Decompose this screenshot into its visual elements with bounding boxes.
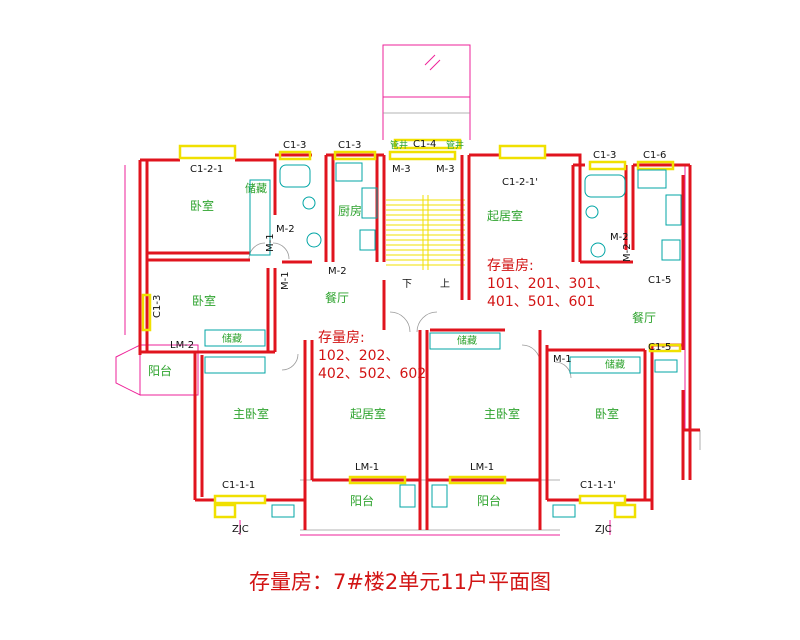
tag-shaft-a: 管井 xyxy=(390,139,408,151)
room-kitchen: 厨房 xyxy=(338,203,362,218)
tag-c1-5-b: C1-5 xyxy=(648,342,671,353)
plan-caption: 存量房：7#楼2单元11户平面图 xyxy=(248,570,552,594)
note-upper-right-title: 存量房: xyxy=(487,258,534,274)
note-center-line1: 102、202、 xyxy=(318,348,399,364)
stock-note-center: 存量房: 102、202、 402、502、602 xyxy=(318,330,426,382)
door-swings xyxy=(248,242,572,379)
room-living-center: 起居室 xyxy=(350,406,386,421)
room-master-bedroom-left: 主卧室 xyxy=(233,406,269,421)
tag-zjc-right: ZJC xyxy=(595,524,612,535)
tag-c1-1-1-right: C1-1-1' xyxy=(580,480,616,491)
room-master-bedroom-center: 主卧室 xyxy=(484,406,520,421)
tag-lm-1-b: LM-1 xyxy=(470,462,494,473)
room-living-right: 起居室 xyxy=(487,208,523,223)
note-center-line2: 402、502、602 xyxy=(318,366,426,382)
note-center-title: 存量房: xyxy=(318,330,365,346)
fixtures xyxy=(204,54,682,518)
tag-c1-3-a: C1-3 xyxy=(283,140,306,151)
note-upper-right-line2: 401、501、601 xyxy=(487,294,595,310)
room-bedroom-right: 卧室 xyxy=(595,406,619,421)
room-dining-left: 餐厅 xyxy=(325,290,349,305)
tag-shaft-b: 管井 xyxy=(446,139,464,151)
room-storage-mid-left: 储藏 xyxy=(222,332,242,345)
room-labels: 卧室 储藏 卧室 储藏 阳台 厨房 餐厅 主卧室 起居室 阳台 主卧室 储藏 阳… xyxy=(148,181,656,508)
tag-lm-1-a: LM-1 xyxy=(355,462,379,473)
tag-m-1-c: M-1 xyxy=(553,354,572,365)
stair-down-label: 下 xyxy=(402,279,412,290)
room-balcony-left: 阳台 xyxy=(148,363,172,378)
stair-up-label: 上 xyxy=(440,278,450,290)
tag-c1-2-1-right: C1-2-1' xyxy=(502,177,538,188)
note-upper-right-line1: 101、201、301、 xyxy=(487,276,609,292)
tag-m-2-a: M-2 xyxy=(276,224,295,235)
room-balcony-bottom-right: 阳台 xyxy=(477,493,501,508)
staircase xyxy=(386,195,465,270)
tag-c1-6: C1-6 xyxy=(643,150,666,161)
tag-m-1-a: M-1 xyxy=(265,233,276,252)
opening-tags: C1-2-1 C1-3 C1-3 C1-4 C1-3 C1-6 C1-2-1' … xyxy=(152,139,671,535)
room-dining-right: 餐厅 xyxy=(632,310,656,325)
room-balcony-bottom-left: 阳台 xyxy=(350,493,374,508)
tag-m-2-d: M-2 xyxy=(622,243,633,262)
windows xyxy=(141,138,682,519)
stock-note-upper-right: 存量房: 101、201、301、 401、501、601 xyxy=(487,258,609,310)
tag-c1-2-1-left: C1-2-1 xyxy=(190,164,223,175)
tag-m-2-c: M-2 xyxy=(610,232,629,243)
tag-c1-3-b: C1-3 xyxy=(338,140,361,151)
tag-m-3-b: M-3 xyxy=(436,164,455,175)
room-storage-top-left: 储藏 xyxy=(245,181,267,195)
room-storage-right: 储藏 xyxy=(605,358,625,371)
tag-m-1-b: M-1 xyxy=(280,271,291,290)
room-bedroom-mid-left: 卧室 xyxy=(192,293,216,308)
room-storage-center: 储藏 xyxy=(457,334,477,347)
tag-c1-1-1-left: C1-1-1 xyxy=(222,480,255,491)
tag-m-2-b: M-2 xyxy=(328,266,347,277)
tag-lm-2: LM-2 xyxy=(170,340,194,351)
tag-c1-3-c: C1-3 xyxy=(593,150,616,161)
room-bedroom-top-left: 卧室 xyxy=(190,198,214,213)
tag-c1-4: C1-4 xyxy=(413,139,436,150)
tag-m-3-a: M-3 xyxy=(392,164,411,175)
tag-zjc-left: ZJC xyxy=(232,524,249,535)
outline-lines xyxy=(115,44,686,536)
tag-c1-3-side: C1-3 xyxy=(152,295,163,318)
tag-c1-5-a: C1-5 xyxy=(648,275,671,286)
